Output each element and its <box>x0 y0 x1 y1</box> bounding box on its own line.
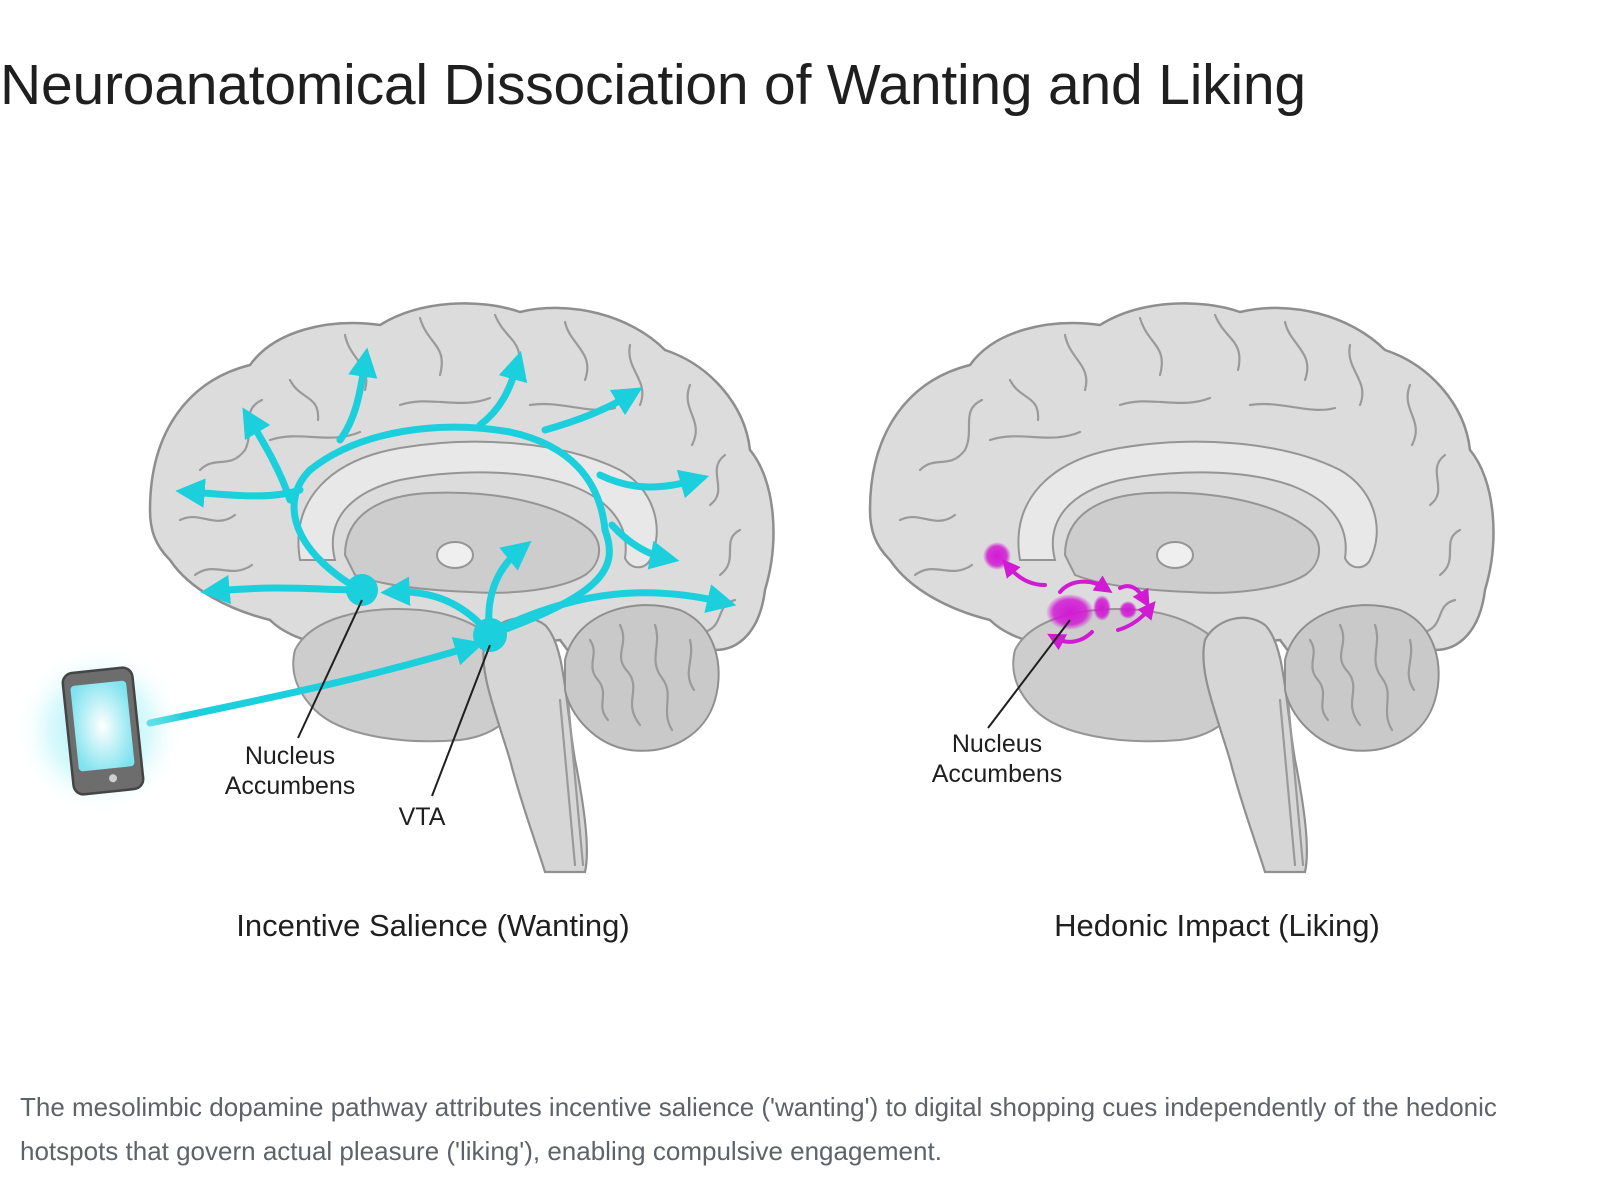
hotspot-arrow-bottom <box>1047 630 1094 651</box>
figure-caption: The mesolimbic dopamine pathway attribut… <box>20 1092 1497 1166</box>
right-cerebellum <box>1284 604 1440 752</box>
right-nucleus-label-line2: Accumbens <box>932 760 1063 788</box>
right-cortex-folds <box>898 313 1462 634</box>
right-thalamus <box>1063 491 1320 594</box>
frontal-arrow-3 <box>336 347 378 444</box>
smartphone-icon <box>15 645 185 815</box>
hotspot-arrow-right-bottom <box>1116 600 1156 632</box>
left-corpus-callosum <box>297 440 658 569</box>
liking-panel-caption: Hedonic Impact (Liking) <box>1054 908 1380 943</box>
dopamine-pathway-arrows <box>146 347 737 727</box>
hedonic-hotspot-markers <box>983 542 1156 651</box>
parietal-arrow-1 <box>476 350 528 429</box>
page-title: Neuroanatomical Dissociation of Wanting … <box>0 53 1306 117</box>
vta-to-posterior-arrow <box>496 584 737 632</box>
hotspot-pallidum <box>1119 601 1137 619</box>
parietal-arrow-2 <box>541 387 643 434</box>
occipital-arrow-2 <box>608 521 680 570</box>
occipital-arrow-1 <box>596 469 710 499</box>
left-cortex-folds <box>178 313 742 634</box>
wanting-brain-illustration <box>146 302 775 874</box>
hotspot-shell <box>1093 595 1111 621</box>
right-corpus-callosum <box>1017 440 1378 569</box>
left-brainstem <box>482 616 589 874</box>
vta-label: VTA <box>399 803 446 831</box>
diagram-figure: Nucleus Accumbens VTA Incentive Salience… <box>0 150 1600 1050</box>
wanting-panel-caption: Incentive Salience (Wanting) <box>236 908 629 943</box>
frontal-arrow-2 <box>242 407 294 504</box>
hotspot-arrow-frontal <box>1002 559 1047 587</box>
nac-to-frontal-low-arrow <box>200 575 366 605</box>
hotspot-nucleus-accumbens <box>1046 594 1094 630</box>
hotspot-arrow-right-top <box>1118 584 1150 608</box>
liking-brain-illustration <box>868 302 1495 874</box>
right-nucleus-accumbens-leader <box>987 619 1071 729</box>
vta-leader <box>431 644 491 797</box>
nucleus-accumbens-leader <box>297 599 363 739</box>
nucleus-accumbens-node <box>346 574 378 606</box>
vta-node <box>473 618 507 652</box>
left-thalamus <box>343 491 600 594</box>
left-nucleus-label-line2: Accumbens <box>225 772 356 800</box>
left-cerebellum <box>564 604 720 752</box>
frontal-arc <box>290 423 609 594</box>
right-nucleus-label-line1: Nucleus <box>952 730 1042 758</box>
left-nucleus-label-line1: Nucleus <box>245 742 335 770</box>
cue-input-arrow <box>146 637 485 727</box>
right-brainstem <box>1202 616 1309 874</box>
hotspot-arrow-top <box>1058 575 1113 594</box>
vta-projection-main <box>486 526 613 639</box>
